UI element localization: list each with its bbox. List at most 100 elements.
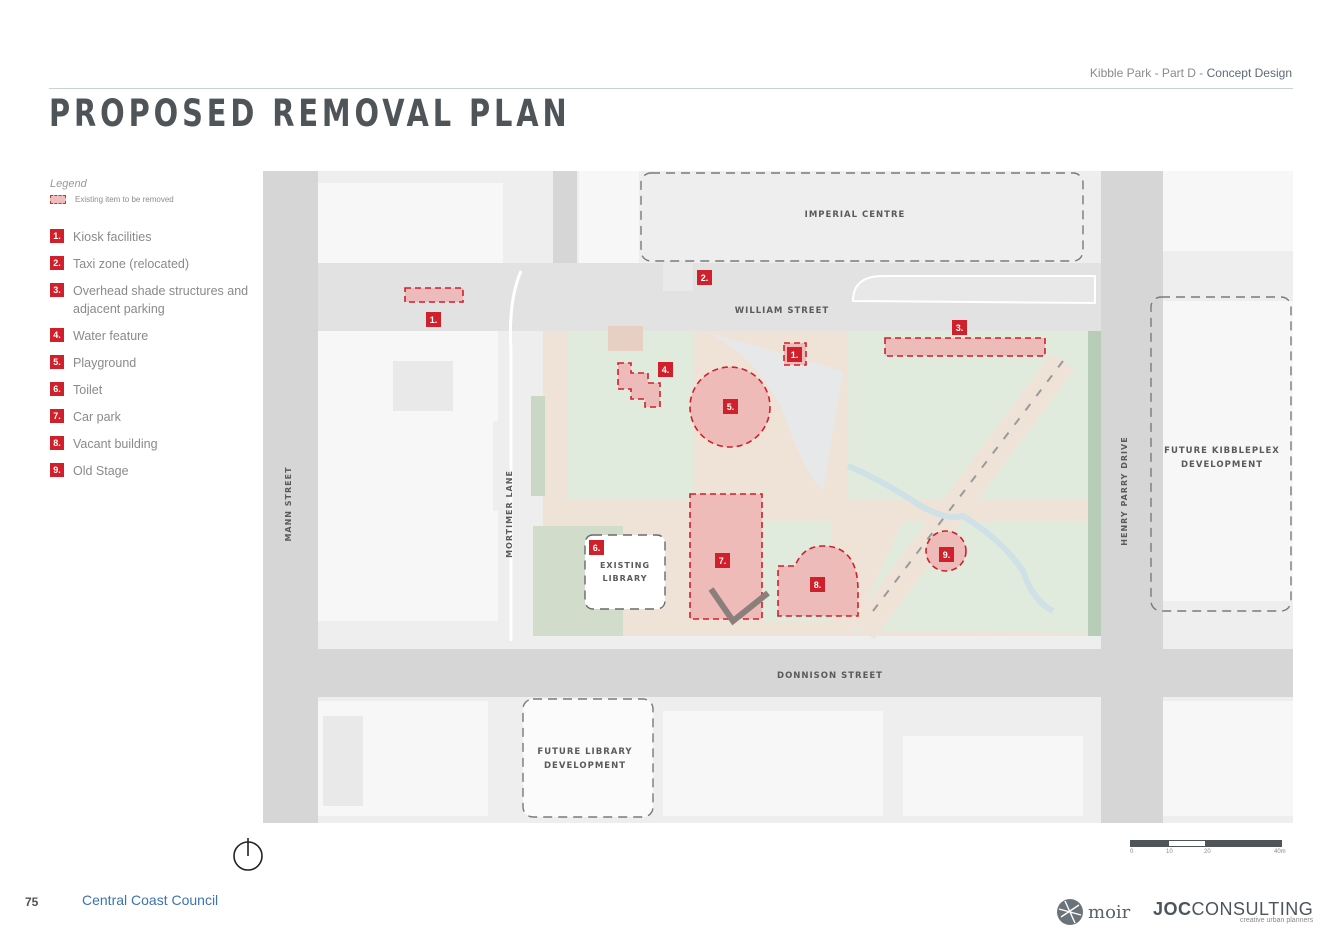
legend-item-label: Vacant building bbox=[73, 437, 158, 451]
legend-item-label: Taxi zone (relocated) bbox=[73, 257, 190, 271]
legend-item: 9. Old Stage bbox=[50, 462, 260, 480]
page-number: 75 bbox=[25, 895, 39, 909]
marker-toilet: 6. bbox=[589, 540, 604, 555]
label-kibbleplex-1: FUTURE KIBBLEPLEX bbox=[1164, 446, 1280, 456]
marker-label: 7. bbox=[719, 556, 727, 566]
header-divider bbox=[49, 88, 1293, 89]
legend-list: 1. Kiosk facilities 2. Taxi zone (relocate… bbox=[50, 228, 260, 480]
marker-stage: 9. bbox=[939, 547, 954, 562]
marker-playground: 5. bbox=[723, 399, 738, 414]
legend-item-label: Old Stage bbox=[73, 464, 129, 478]
scale-tick: 0 bbox=[1130, 849, 1134, 855]
marker-label: 5. bbox=[727, 402, 735, 412]
marker-label: 6. bbox=[593, 543, 601, 553]
map-labels: IMPERIAL CENTRE WILLIAM STREET DONNISON … bbox=[284, 210, 1280, 771]
scale-bar: 0 10 20 40m bbox=[1130, 840, 1286, 857]
document-title-prefix: Kibble Park - Part D - bbox=[1089, 66, 1207, 80]
legend-item-number: 6. bbox=[50, 382, 64, 396]
label-existing-library-1: EXISTING bbox=[600, 561, 650, 570]
removal-shade-structures bbox=[884, 337, 1046, 357]
document-title-highlight: Concept Design bbox=[1206, 66, 1292, 80]
water-feature-pond bbox=[703, 331, 843, 491]
marker-label: 1. bbox=[430, 315, 438, 325]
marker-label: 2. bbox=[701, 273, 709, 283]
map-markers: 1. 2. 3. 1. 4. 5. 6. 7. 8. 9. bbox=[426, 270, 967, 592]
legend-item: 1. Kiosk facilities bbox=[50, 228, 260, 246]
legend-item: 7. Car park bbox=[50, 408, 260, 426]
compass bbox=[233, 838, 265, 877]
legend: Legend Existing item to be removed 1. Kio… bbox=[50, 178, 260, 489]
legend-item-number: 7. bbox=[50, 409, 64, 423]
joc-tagline: creative urban planners bbox=[1240, 917, 1314, 924]
scale-tick: 40m bbox=[1274, 849, 1286, 855]
legend-item-label: Playground bbox=[73, 356, 137, 370]
joc-wordmark: JOCCONSULTING bbox=[1153, 899, 1313, 920]
marker-label: 4. bbox=[662, 365, 670, 375]
label-mortimer-lane: MORTIMER LANE bbox=[505, 470, 514, 558]
scale-ticks: 0 10 20 40m bbox=[1130, 847, 1286, 857]
legend-heading: Legend bbox=[50, 178, 87, 190]
legend-item: 2. Taxi zone (relocated) bbox=[50, 255, 260, 273]
joc-wordmark-rest: CONSULTING bbox=[1191, 899, 1314, 919]
label-william-street: WILLIAM STREET bbox=[735, 306, 829, 316]
marker-kiosk-west: 1. bbox=[426, 312, 441, 327]
future-library-outline bbox=[522, 698, 654, 818]
label-henry-parry-drive: HENRY PARRY DRIVE bbox=[1120, 436, 1129, 545]
imperial-centre-outline bbox=[640, 172, 1084, 262]
hedge-strip bbox=[1088, 331, 1101, 636]
legend-item-number: 5. bbox=[50, 355, 64, 369]
moir-logo: moir bbox=[1055, 897, 1130, 927]
marker-label: 9. bbox=[943, 550, 951, 560]
page-title: PROPOSED REMOVAL PLAN bbox=[49, 92, 571, 135]
label-mann-street: MANN STREET bbox=[284, 466, 293, 541]
legend-item-number: 4. bbox=[50, 328, 64, 342]
existing-library-outline bbox=[584, 534, 666, 610]
legend-item-number: 3. bbox=[50, 283, 64, 297]
legend-item-label: Overhead shade structures and adjacent p… bbox=[73, 284, 249, 316]
marker-water: 4. bbox=[658, 362, 673, 377]
marker-label: 1. bbox=[791, 350, 799, 360]
label-existing-library-2: LIBRARY bbox=[602, 574, 647, 583]
joc-consulting-logo: JOCCONSULTING creative urban planners bbox=[1153, 899, 1313, 924]
legend-item-number: 2. bbox=[50, 256, 64, 270]
legend-item-number: 8. bbox=[50, 436, 64, 450]
legend-item-number: 1. bbox=[50, 229, 64, 243]
legend-item-label: Water feature bbox=[73, 329, 149, 343]
site-map: 1. 2. 3. 1. 4. 5. 6. 7. 8. 9. IMPERIAL C… bbox=[263, 171, 1293, 823]
council-name: Central Coast Council bbox=[82, 892, 219, 908]
car-park-ramp bbox=[708, 587, 770, 626]
label-kibbleplex-2: DEVELOPMENT bbox=[1181, 460, 1263, 470]
legend-item-number: 9. bbox=[50, 463, 64, 477]
removal-water-feature bbox=[617, 362, 661, 408]
moir-globe-icon bbox=[1057, 899, 1083, 925]
moir-wordmark: moir bbox=[1088, 901, 1131, 923]
label-imperial-centre: IMPERIAL CENTRE bbox=[805, 210, 906, 220]
building-shadows bbox=[323, 261, 693, 806]
garden-beds bbox=[531, 396, 545, 496]
legend-item-label: Toilet bbox=[73, 383, 103, 397]
legend-item-label: Car park bbox=[73, 410, 121, 424]
legend-item: 8. Vacant building bbox=[50, 435, 260, 453]
label-donnison-street: DONNISON STREET bbox=[777, 671, 883, 681]
marker-taxi: 2. bbox=[697, 270, 712, 285]
scale-track bbox=[1130, 840, 1282, 847]
scale-tick: 20 bbox=[1204, 849, 1211, 855]
legend-key: Existing item to be removed bbox=[50, 195, 260, 204]
label-future-library-2: DEVELOPMENT bbox=[544, 761, 626, 771]
kiosk-pad bbox=[608, 326, 643, 351]
joc-wordmark-bold: JOC bbox=[1153, 899, 1192, 919]
creek-feature bbox=[846, 463, 1055, 614]
legend-item: 6. Toilet bbox=[50, 381, 260, 399]
marker-vacant: 8. bbox=[810, 577, 825, 592]
turning-circle bbox=[851, 275, 1096, 305]
kibbleplex-outline bbox=[1150, 296, 1292, 612]
label-future-library-1: FUTURE LIBRARY bbox=[537, 747, 632, 757]
removal-swatch-icon bbox=[50, 195, 66, 204]
buildings bbox=[318, 171, 1293, 816]
legend-item: 3. Overhead shade structures and adjacent… bbox=[50, 282, 260, 318]
legend-item: 4. Water feature bbox=[50, 327, 260, 345]
legend-item-label: Kiosk facilities bbox=[73, 230, 152, 244]
mortimer-lane-kerb bbox=[508, 270, 523, 641]
marker-kiosk-east: 1. bbox=[787, 347, 802, 362]
marker-label: 3. bbox=[956, 323, 964, 333]
